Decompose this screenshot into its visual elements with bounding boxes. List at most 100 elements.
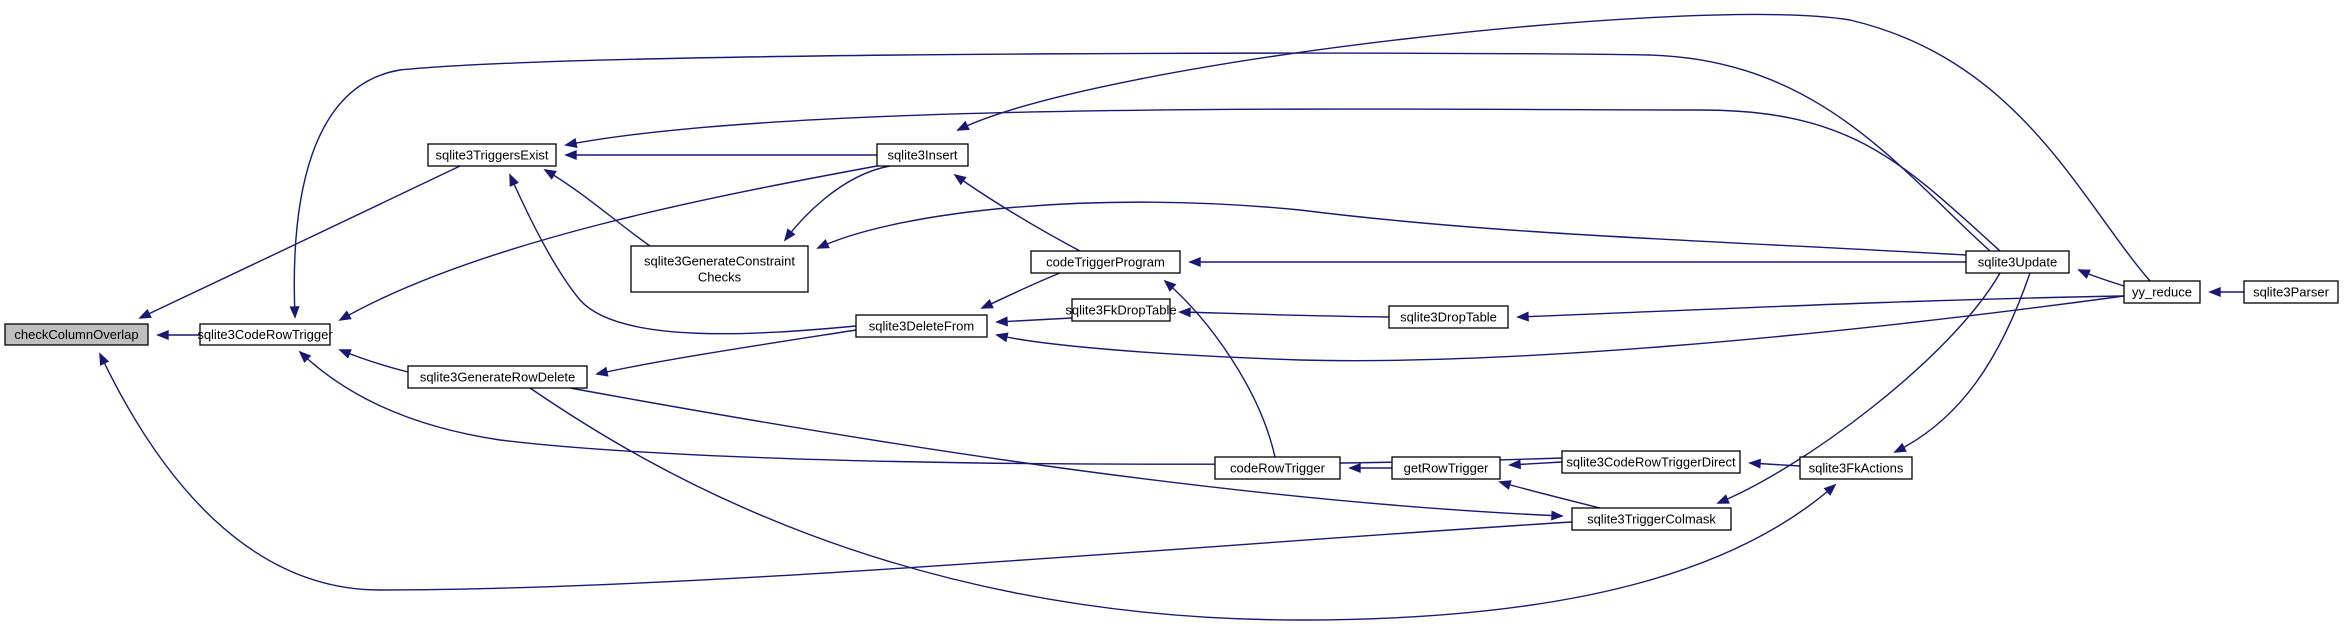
edge-arrowhead (2208, 286, 2221, 298)
edge-arrowhead (338, 310, 352, 321)
node-label: sqlite3FkActions (1809, 461, 1904, 476)
node-codeTriggerProgram[interactable]: codeTriggerProgram (1030, 250, 1181, 274)
edge-sqlite3Update-to-sqlite3TriggerColmask (1716, 272, 2001, 504)
node-box (1214, 456, 1341, 480)
node-sqlite3TriggerColmask[interactable]: sqlite3TriggerColmask (1571, 507, 1732, 531)
edge-arrowhead (1163, 279, 1177, 292)
edge-arrowhead (995, 332, 1009, 343)
edge-line (981, 272, 1061, 309)
edge-sqlite3Update-to-sqlite3GenerateConstraintChecks (816, 201, 1967, 256)
edge-line (529, 387, 1836, 621)
edge-sqlite3GenerateRowDelete-to-sqlite3FkActions (529, 387, 1837, 621)
node-label: sqlite3TriggersExist (436, 148, 549, 163)
node-yy_reduce[interactable]: yy_reduce (2123, 280, 2201, 304)
edge-arrowhead (783, 228, 796, 242)
edge-arrowhead (956, 120, 970, 131)
edge-line (1717, 272, 2001, 504)
edge-sqlite3GenerateRowDelete-to-sqlite3CodeRowTrigger (338, 349, 409, 373)
node-getRowTrigger[interactable]: getRowTrigger (1391, 456, 1501, 480)
node-sqlite3CodeRowTrigger[interactable]: sqlite3CodeRowTrigger (197, 323, 333, 346)
node-label: sqlite3Parser (2253, 285, 2330, 300)
node-label: sqlite3GenerateRowDelete (420, 370, 575, 385)
edge-line (544, 169, 651, 247)
edge-sqlite3GenerateRowDelete-to-sqlite3TriggerColmask (569, 387, 1564, 521)
edge-codeRowTrigger-to-codeTriggerProgram (1163, 279, 1276, 458)
node-codeRowTrigger[interactable]: codeRowTrigger (1214, 456, 1341, 480)
node-sqlite3Update[interactable]: sqlite3Update (1965, 250, 2070, 274)
edge-arrowhead (980, 299, 994, 309)
node-box (1391, 456, 1501, 480)
edge-sqlite3TriggersExist-to-checkColumnOverlap (138, 165, 461, 319)
edge-sqlite3Update-to-sqlite3TriggersExist (564, 108, 2001, 252)
edge-line (339, 165, 878, 321)
edge-arrowhead (1516, 311, 1529, 322)
edge-arrowhead (289, 306, 300, 319)
node-label: sqlite3TriggerColmask (1587, 512, 1716, 527)
edge-sqlite3TriggerColmask-to-getRowTrigger (1498, 480, 1601, 509)
node-sqlite3Parser[interactable]: sqlite3Parser (2243, 280, 2339, 304)
edge-sqlite3CodeRowTriggerDirect-to-getRowTrigger (1508, 459, 1563, 470)
node-label: codeTriggerProgram (1046, 255, 1165, 270)
edge-sqlite3Insert-to-sqlite3CodeRowTrigger (338, 165, 878, 321)
edge-codeTriggerProgram-to-sqlite3DeleteFrom (980, 272, 1061, 309)
edge-sqlite3DeleteFrom-to-sqlite3TriggersExist (509, 173, 857, 335)
node-box (1799, 456, 1913, 480)
node-checkColumnOverlap[interactable]: checkColumnOverlap (4, 323, 149, 346)
node-box (407, 365, 588, 389)
node-box (2123, 280, 2201, 304)
edge-line (565, 108, 2001, 252)
edge-arrowhead (953, 173, 967, 186)
node-box (630, 245, 809, 293)
node-sqlite3CodeRowTriggerDirect[interactable]: sqlite3CodeRowTriggerDirect (1561, 450, 1741, 474)
edge-line (509, 174, 857, 335)
edge-sqlite3DeleteFrom-to-sqlite3GenerateRowDelete (595, 329, 857, 377)
node-sqlite3GenerateRowDelete[interactable]: sqlite3GenerateRowDelete (407, 365, 588, 389)
edge-sqlite3Update-to-codeTriggerProgram (1188, 256, 1966, 268)
edge-codeTriggerProgram-to-sqlite3Insert (953, 173, 1081, 252)
node-label: sqlite3FkDropTable (1065, 303, 1176, 318)
edge-arrowhead (1188, 256, 1201, 268)
edge-arrowhead (1498, 480, 1512, 490)
edge-line (293, 52, 1991, 318)
node-label: sqlite3CodeRowTrigger (197, 327, 333, 342)
edge-line (139, 165, 461, 319)
edge-line (1894, 272, 2031, 453)
edge-sqlite3Update-to-sqlite3CodeRowTrigger (289, 52, 1991, 319)
node-sqlite3FkDropTable[interactable]: sqlite3FkDropTable (1065, 298, 1177, 322)
edge-arrowhead (543, 169, 557, 180)
edge-sqlite3DropTable-to-sqlite3FkDropTable (1178, 307, 1390, 318)
edge-arrowhead (298, 350, 312, 364)
node-box (1030, 250, 1181, 274)
node-sqlite3DropTable[interactable]: sqlite3DropTable (1388, 305, 1509, 329)
edge-line (596, 329, 857, 375)
edge-arrowhead (1893, 442, 1907, 453)
edge-arrowhead (1551, 510, 1564, 521)
node-sqlite3DeleteFrom[interactable]: sqlite3DeleteFrom (855, 314, 988, 338)
edge-sqlite3GenerateConstraintChecks-to-sqlite3TriggersExist (543, 169, 651, 247)
node-label: sqlite3DropTable (1400, 310, 1497, 325)
edge-arrowhead (156, 329, 169, 341)
edge-arrowhead (995, 316, 1008, 327)
edge-line (996, 295, 2125, 362)
edge-yy_reduce-to-sqlite3Insert (956, 13, 2151, 282)
edge-yy_reduce-to-sqlite3DeleteFrom (995, 295, 2125, 362)
edge-arrowhead (509, 173, 519, 187)
node-sqlite3TriggersExist[interactable]: sqlite3TriggersExist (427, 143, 557, 167)
edge-sqlite3Insert-to-sqlite3TriggersExist (564, 149, 877, 161)
node-label: checkColumnOverlap (14, 327, 138, 342)
edge-line (957, 13, 2151, 282)
node-box (855, 314, 988, 338)
node-label: sqlite3Insert (887, 148, 957, 163)
edge-arrowhead (564, 149, 577, 161)
node-label: sqlite3Update (1978, 255, 2058, 270)
edge-arrowhead (1508, 459, 1521, 470)
nodes-layer: checkColumnOverlap sqlite3CodeRowTrigger s… (4, 143, 2339, 531)
edge-arrowhead (1748, 458, 1761, 469)
node-sqlite3Insert[interactable]: sqlite3Insert (876, 143, 969, 167)
node-box (1561, 450, 1741, 474)
node-sqlite3FkActions[interactable]: sqlite3FkActions (1799, 456, 1913, 480)
edge-line (99, 353, 1573, 591)
edge-sqlite3TriggerColmask-to-checkColumnOverlap (99, 352, 1573, 591)
